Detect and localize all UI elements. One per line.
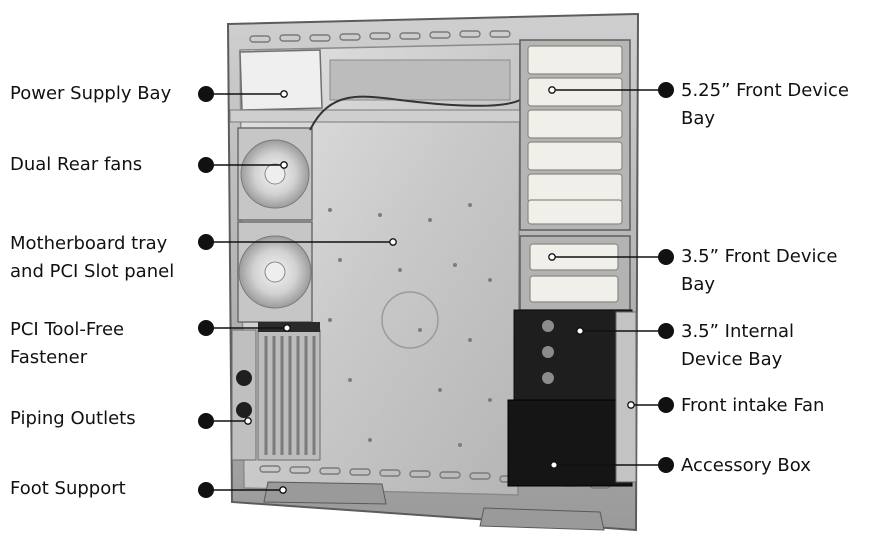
label-front-intake-fan: Front intake Fan [681,395,825,416]
525-drive-trays [527,45,623,225]
internal-bay-screws [542,320,554,384]
top-rail-slots [249,30,511,43]
label-35-internal-device-bay: 3.5” Internal Device Bay [681,321,795,370]
dot-rear-fans [198,157,214,173]
cpu-cutout [381,291,439,349]
dot-power-supply [198,86,214,102]
accessory-box-shape [507,399,633,487]
pci-slots [264,336,316,455]
rear-fan-2 [237,221,313,323]
dot-pci-fastener [198,320,214,336]
label-foot-support: Foot Support [10,478,126,499]
standoff-holes [328,203,492,447]
label-35-front-device-bay: 3.5” Front Device Bay [681,246,838,295]
label-motherboard-tray: Motherboard tray and PCI Slot panel [10,233,175,282]
internal-35-bay-shape [513,309,633,401]
callout-dots-outer [198,82,674,498]
piping-hole-1 [236,370,252,386]
power-supply-bay-shape [239,49,323,111]
cross-bar [229,109,521,123]
dot-accessory [658,457,674,473]
dot-525-bay [658,82,674,98]
foot-right [479,507,605,531]
rear-fan-1 [237,127,313,221]
cable [309,95,521,131]
label-525-front-device-bay: 5.25” Front Device Bay [681,80,849,129]
callout-dots-inner [244,86,635,494]
psu-opening [329,59,511,101]
front-intake-fan-shape [615,311,637,483]
dot-intake-fan [658,397,674,413]
label-pci-tool-free-fastener: PCI Tool-Free Fastener [10,319,125,368]
callout-lines [206,89,666,491]
dot-piping [198,413,214,429]
label-accessory-box: Accessory Box [681,455,811,476]
label-dual-rear-fans: Dual Rear fans [10,154,143,175]
label-power-supply-bay: Power Supply Bay [10,83,172,104]
dot-motherboard [198,234,214,250]
piping-outlet-strip [231,329,257,461]
piping-hole-2 [236,402,252,418]
dot-35-internal-bay [658,323,674,339]
foot-left [263,481,387,505]
dot-foot [198,482,214,498]
label-piping-outlets: Piping Outlets [10,408,136,429]
dot-35-front-bay [658,249,674,265]
